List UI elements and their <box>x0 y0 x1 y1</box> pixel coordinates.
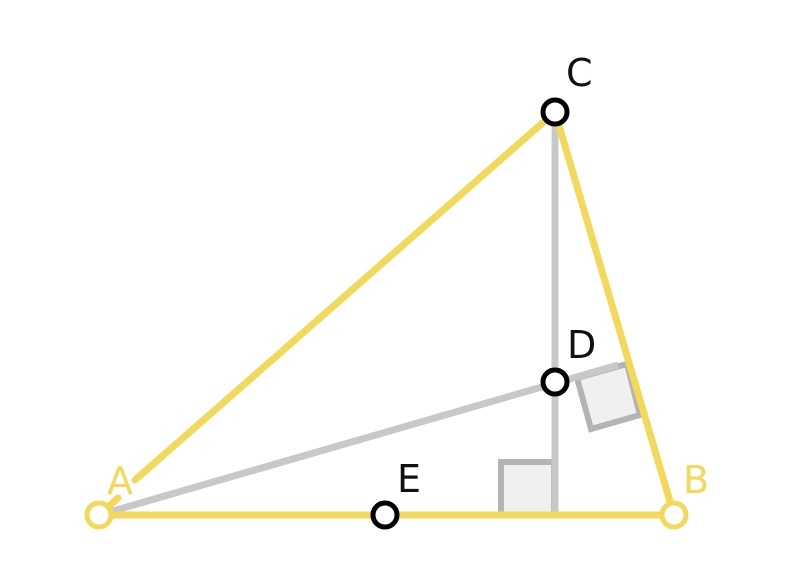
point-d-label: D <box>567 323 596 367</box>
segment-a-to-bc-line <box>98 361 619 519</box>
point-b-marker <box>659 500 689 530</box>
point-c-marker <box>540 97 570 127</box>
point-e-label: E <box>397 457 421 501</box>
side-ca-line <box>131 108 559 484</box>
point-d-marker <box>540 367 570 397</box>
point-c-label: C <box>566 51 593 95</box>
point-a-marker <box>84 500 114 530</box>
point-e-marker <box>370 500 400 530</box>
right-angle-marker-ab <box>498 459 557 518</box>
point-b-label: B <box>683 458 709 502</box>
side-bc-line <box>551 108 678 519</box>
point-a-label: A <box>107 459 133 503</box>
